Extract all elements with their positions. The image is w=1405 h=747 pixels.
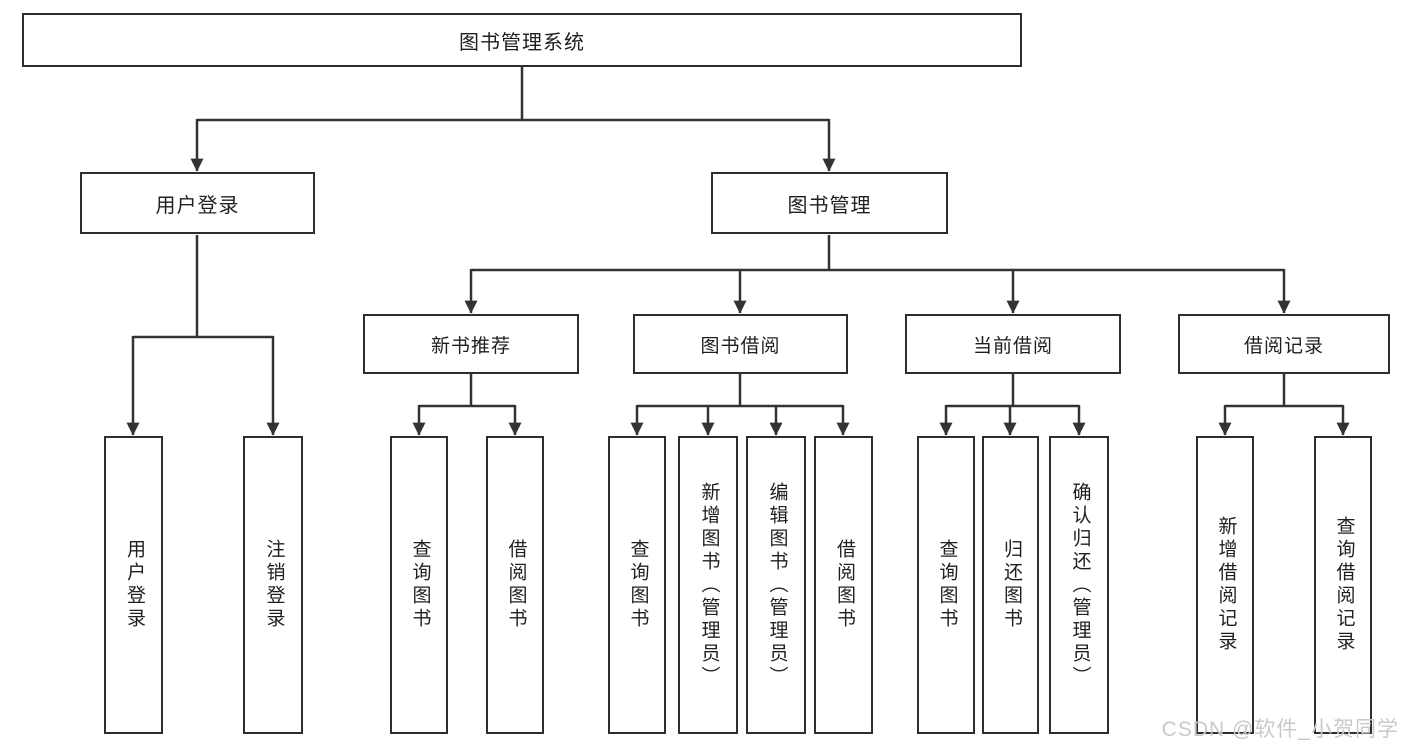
leaf-edit-book-admin: 编辑图书（管理员） — [746, 436, 806, 734]
node-label: 图书管理 — [787, 194, 872, 217]
leaf-add-borrow-record: 新增借阅记录 — [1196, 436, 1254, 734]
node-label: 查询图书 — [409, 539, 431, 631]
leaf-borrow-books-2: 借阅图书 — [814, 436, 873, 734]
leaf-return-book: 归还图书 — [982, 436, 1039, 734]
node-root: 图书管理系统 — [22, 13, 1022, 67]
node-new-book-recommend: 新书推荐 — [363, 314, 579, 374]
node-label: 归还图书 — [1000, 539, 1022, 631]
connector-new-book-recommend — [412, 374, 522, 436]
leaf-query-books-2: 查询图书 — [608, 436, 666, 734]
leaf-query-books-1: 查询图书 — [390, 436, 448, 734]
node-label: 确认归还（管理员） — [1069, 481, 1091, 689]
leaf-query-books-3: 查询图书 — [917, 436, 975, 734]
node-label: 借阅记录 — [1243, 335, 1324, 357]
leaf-borrow-books-1: 借阅图书 — [486, 436, 544, 734]
node-current-borrow: 当前借阅 — [905, 314, 1121, 374]
node-label: 新书推荐 — [430, 335, 511, 357]
node-label: 查询图书 — [627, 539, 649, 631]
node-label: 查询借阅记录 — [1333, 516, 1355, 654]
connector-current-borrow — [939, 374, 1086, 436]
node-label: 当前借阅 — [972, 335, 1053, 357]
connector-book-borrow — [630, 374, 850, 436]
connector-borrow-record — [1218, 374, 1350, 436]
node-borrow-record: 借阅记录 — [1178, 314, 1390, 374]
node-label: 查询图书 — [936, 539, 958, 631]
leaf-query-borrow-record: 查询借阅记录 — [1314, 436, 1372, 734]
node-label: 图书管理系统 — [459, 31, 585, 54]
leaf-add-book-admin: 新增图书（管理员） — [678, 436, 738, 734]
node-label: 用户登录 — [155, 194, 240, 217]
node-label: 用户登录 — [123, 539, 145, 631]
connector-user-login — [126, 235, 280, 436]
node-label: 注销登录 — [263, 539, 285, 631]
leaf-user-login: 用户登录 — [104, 436, 163, 734]
node-book-borrow: 图书借阅 — [633, 314, 848, 374]
node-label: 借阅图书 — [505, 539, 527, 631]
connector-root — [190, 67, 836, 172]
node-label: 新增借阅记录 — [1215, 516, 1237, 654]
node-user-login: 用户登录 — [80, 172, 315, 234]
node-label: 编辑图书（管理员） — [766, 481, 788, 689]
node-book-management: 图书管理 — [711, 172, 948, 234]
leaf-confirm-return-admin: 确认归还（管理员） — [1049, 436, 1109, 734]
leaf-logout: 注销登录 — [243, 436, 303, 734]
node-label: 新增图书（管理员） — [698, 481, 720, 689]
node-label: 图书借阅 — [700, 335, 781, 357]
node-label: 借阅图书 — [833, 539, 855, 631]
connector-book-management — [464, 235, 1291, 314]
